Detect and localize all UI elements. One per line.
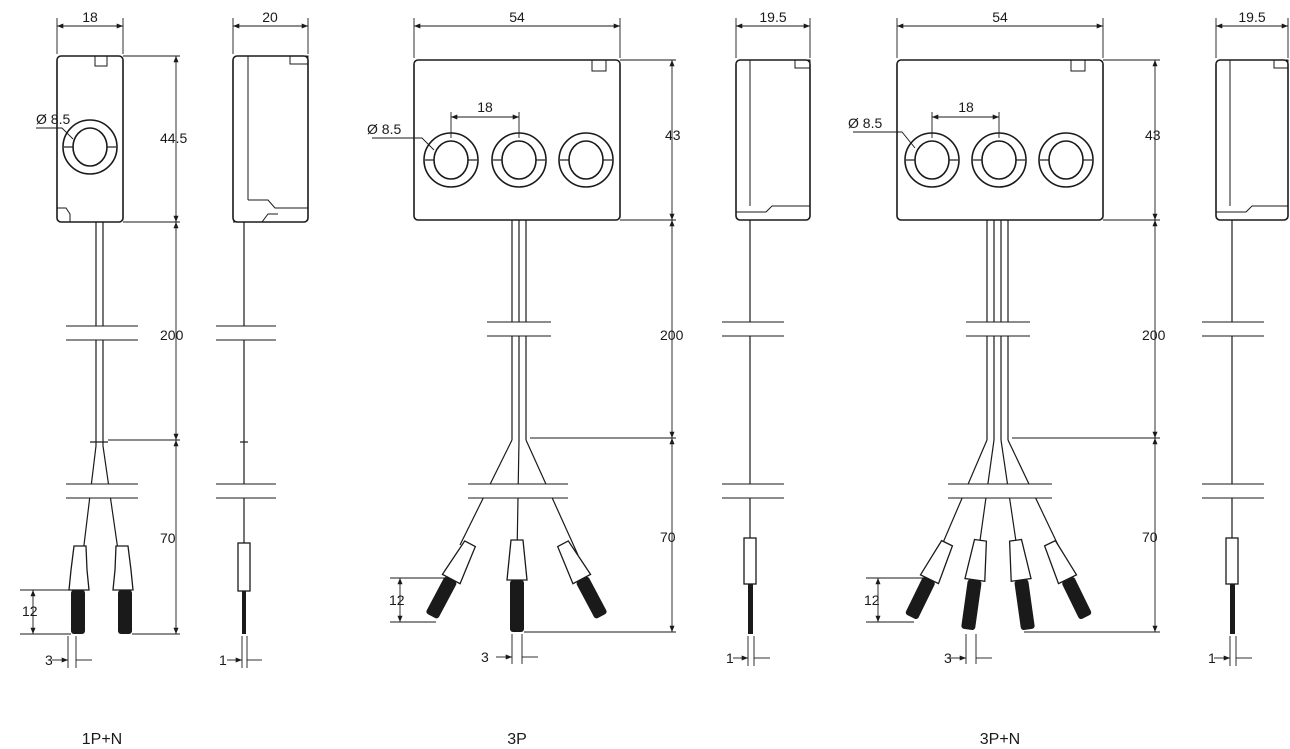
hole-1 <box>423 132 479 188</box>
dim-cable: 200 <box>160 327 184 343</box>
dim-ferrule: 12 <box>22 603 38 619</box>
dim-height: 44.5 <box>160 130 187 146</box>
hole-3 <box>558 132 614 188</box>
dim-hole: Ø 8.5 <box>848 115 882 131</box>
dim-lead: 70 <box>1142 529 1158 545</box>
dim-hole: Ø 8.5 <box>36 111 70 127</box>
dim-ferrule: 12 <box>864 592 880 608</box>
dim-wire: 1 <box>1208 650 1216 666</box>
view-3p-side: 19.5 1 <box>722 9 811 666</box>
caption-3pn: 3P+N <box>980 731 1020 748</box>
view-3pn-front: 54 18 Ø 8.5 43 200 70 12 3 <box>848 9 1166 666</box>
dim-width: 19.5 <box>1238 9 1265 25</box>
dim-hole: Ø 8.5 <box>367 121 401 137</box>
caption-3p: 3P <box>507 731 527 748</box>
dim-ferrule: 12 <box>389 592 405 608</box>
dim-wire: 1 <box>219 652 227 668</box>
dim-height: 43 <box>665 127 681 143</box>
dim-width: 20 <box>262 9 278 25</box>
dim-lead: 70 <box>160 530 176 546</box>
dim-lead: 70 <box>660 529 676 545</box>
dim-pitch: 18 <box>958 99 974 115</box>
dim-wire: 3 <box>481 649 489 665</box>
dim-width: 54 <box>509 9 525 25</box>
hole-3 <box>1038 132 1094 188</box>
hole-2 <box>971 132 1027 188</box>
hole-2 <box>491 132 547 188</box>
view-1pn-side: 20 1 <box>216 9 309 668</box>
dim-cable: 200 <box>1142 327 1166 343</box>
dim-cable: 200 <box>660 327 684 343</box>
view-3p-front: 54 18 Ø 8.5 43 200 70 12 3 <box>367 9 684 665</box>
dim-width: 18 <box>82 9 98 25</box>
dim-width: 54 <box>992 9 1008 25</box>
dim-wire: 1 <box>726 650 734 666</box>
hole-1 <box>904 132 960 188</box>
view-3pn-side: 19.5 1 <box>1202 9 1289 666</box>
dim-wire: 3 <box>944 650 952 666</box>
dim-pitch: 18 <box>477 99 493 115</box>
dim-height: 43 <box>1145 127 1161 143</box>
dim-width: 19.5 <box>759 9 786 25</box>
dim-wire: 3 <box>45 652 53 668</box>
view-1pn-front: 18 44.5 200 70 Ø 8.5 12 3 <box>20 9 187 668</box>
caption-1pn: 1P+N <box>82 731 122 748</box>
